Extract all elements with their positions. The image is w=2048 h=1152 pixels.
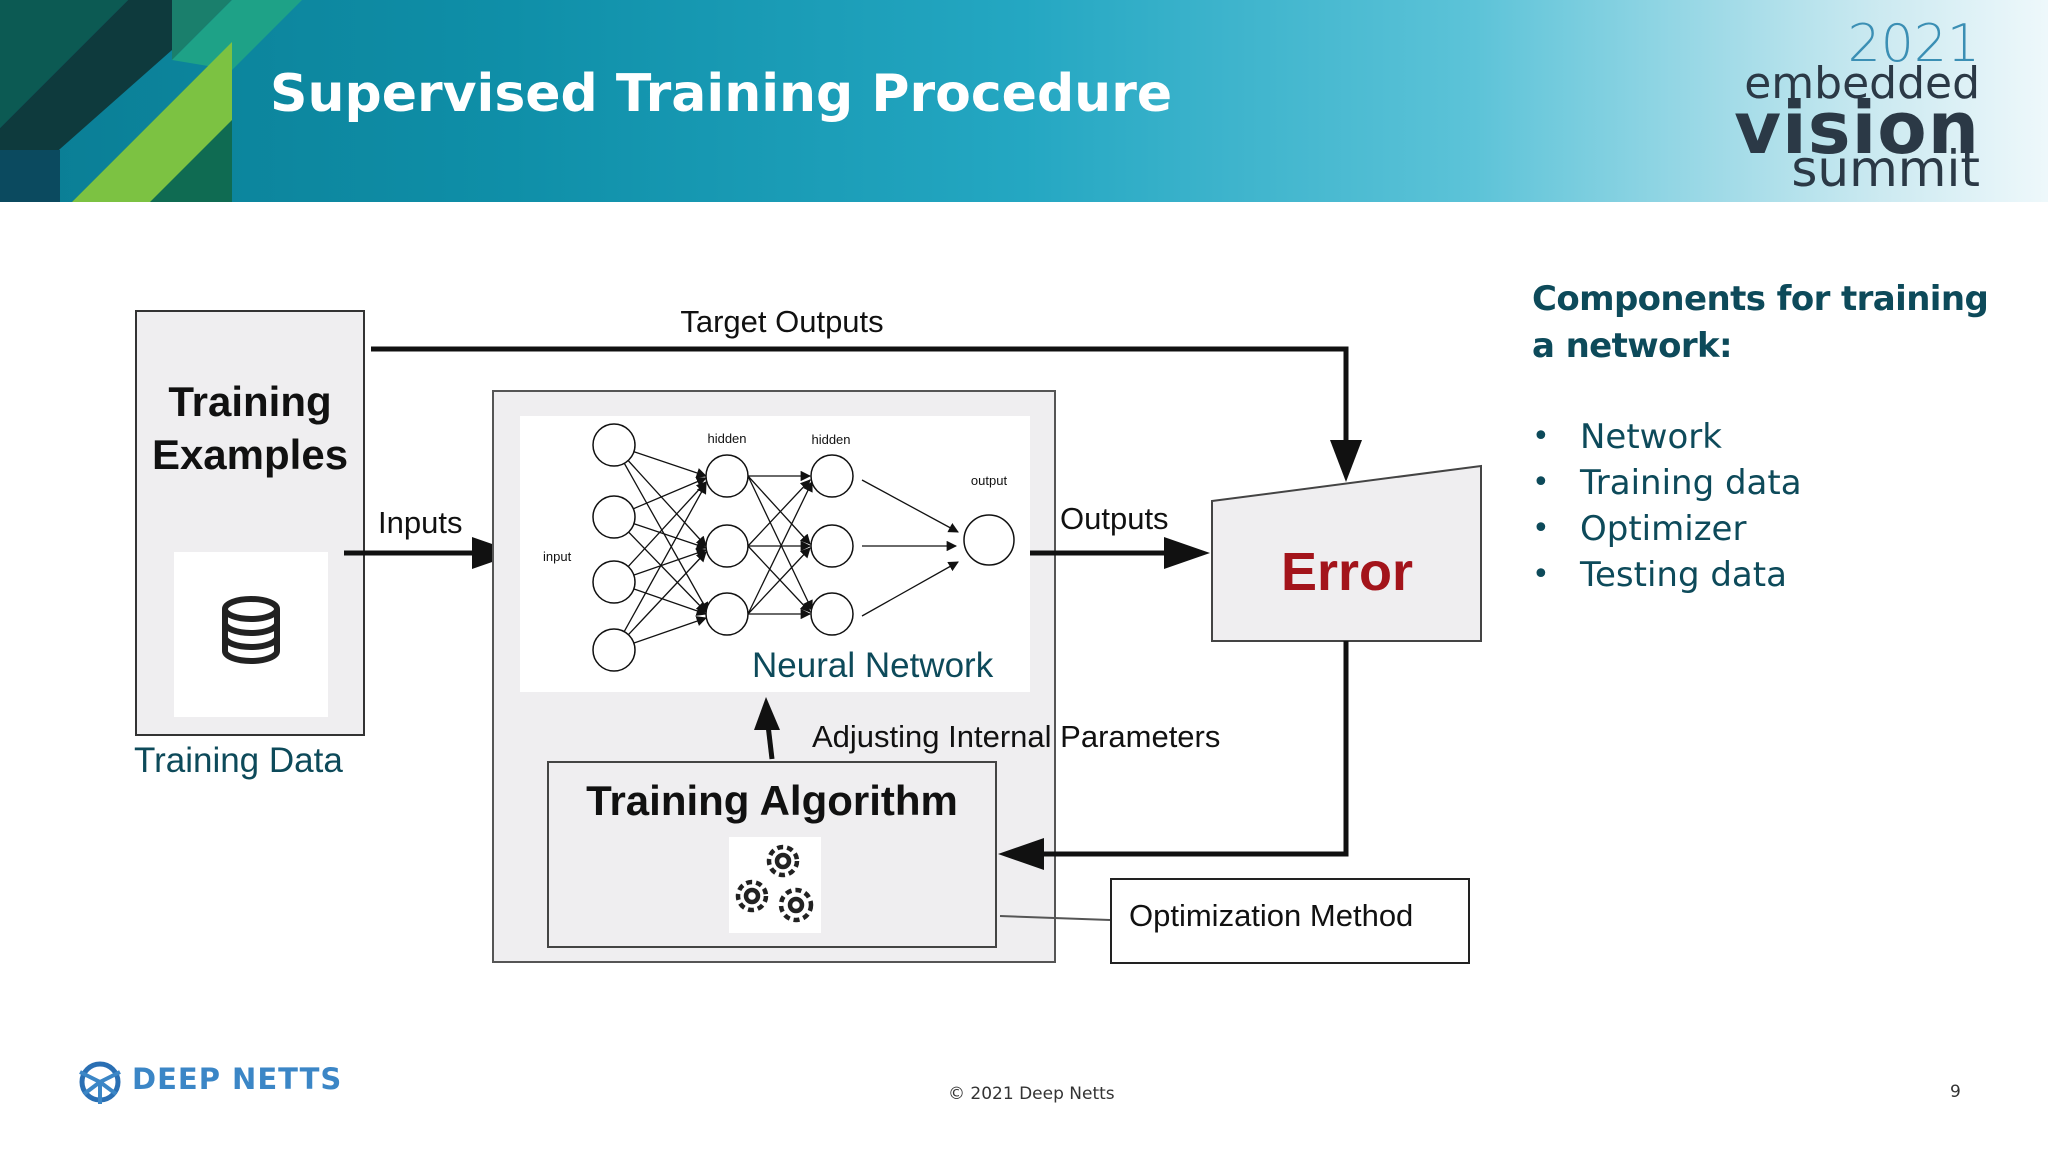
optimization-connector xyxy=(999,915,1111,921)
list-item: Network xyxy=(1532,414,1802,460)
summit-logo: 2021 embedded vision summit xyxy=(1734,14,2010,198)
adjusting-arrow xyxy=(765,724,775,760)
error-label: Error xyxy=(1281,542,1413,602)
hidden-node xyxy=(810,592,854,636)
copyright-text: © 2021 Deep Netts xyxy=(948,1084,1115,1104)
adjusting-arrowhead xyxy=(754,697,780,730)
header-banner: Supervised Training Procedure 2021 embed… xyxy=(0,0,2048,202)
components-list: Network Training data Optimizer Testing … xyxy=(1532,414,1802,598)
training-data-caption: Training Data xyxy=(134,741,343,780)
optimization-method-box xyxy=(1110,878,1470,964)
gears-icon xyxy=(735,844,814,923)
input-node xyxy=(592,423,636,467)
training-examples-line2: Examples xyxy=(152,431,348,478)
list-item: Testing data xyxy=(1532,552,1802,598)
outputs-arrowhead xyxy=(1164,537,1210,569)
nn-output-label: output xyxy=(971,473,1008,488)
input-node xyxy=(592,560,636,604)
error-box xyxy=(1211,464,1482,642)
nn-hidden2-label: hidden xyxy=(811,432,850,447)
logo-year: 2021 xyxy=(1847,14,1980,74)
database-icon xyxy=(222,596,280,664)
hidden-node xyxy=(810,454,854,498)
inputs-label: Inputs xyxy=(378,505,462,540)
outputs-label: Outputs xyxy=(1060,501,1169,536)
error-feedback-line xyxy=(1040,641,1349,857)
logo-summit: summit xyxy=(1791,140,1980,198)
deep-netts-logo: DEEP NETTS xyxy=(74,1054,364,1110)
optimization-method-label: Optimization Method xyxy=(1129,898,1413,933)
target-outputs-label: Target Outputs xyxy=(680,304,883,339)
target-outputs-arrowhead xyxy=(1330,440,1362,482)
input-node xyxy=(592,495,636,539)
nn-nodes xyxy=(592,423,1015,672)
list-item: Training data xyxy=(1532,460,1802,506)
target-outputs-line xyxy=(371,346,1349,450)
input-node xyxy=(592,628,636,672)
adjusting-label: Adjusting Internal Parameters xyxy=(812,719,1220,754)
footer-brand: DEEP NETTS xyxy=(132,1062,343,1096)
training-examples-line1: Training xyxy=(168,378,331,425)
banner-decoration xyxy=(0,0,302,202)
hidden-node xyxy=(705,524,749,568)
neural-network-caption: Neural Network xyxy=(752,646,994,685)
nn-input-label: input xyxy=(543,549,572,564)
training-algorithm-label: Training Algorithm xyxy=(586,777,958,824)
nn-hidden1-label: hidden xyxy=(707,431,746,446)
hidden-node xyxy=(705,454,749,498)
hidden-node xyxy=(810,524,854,568)
output-node xyxy=(963,514,1015,566)
hidden-node xyxy=(705,592,749,636)
error-feedback-arrowhead xyxy=(998,838,1044,870)
components-heading: Components for training a network: xyxy=(1532,279,1989,366)
logo-vision: vision xyxy=(1734,86,1980,170)
deep-netts-mark-icon xyxy=(79,1061,121,1104)
page-number: 9 xyxy=(1950,1082,1961,1102)
slide-title: Supervised Training Procedure xyxy=(270,64,1173,124)
list-item: Optimizer xyxy=(1532,506,1802,552)
logo-embedded: embedded xyxy=(1744,58,1980,109)
